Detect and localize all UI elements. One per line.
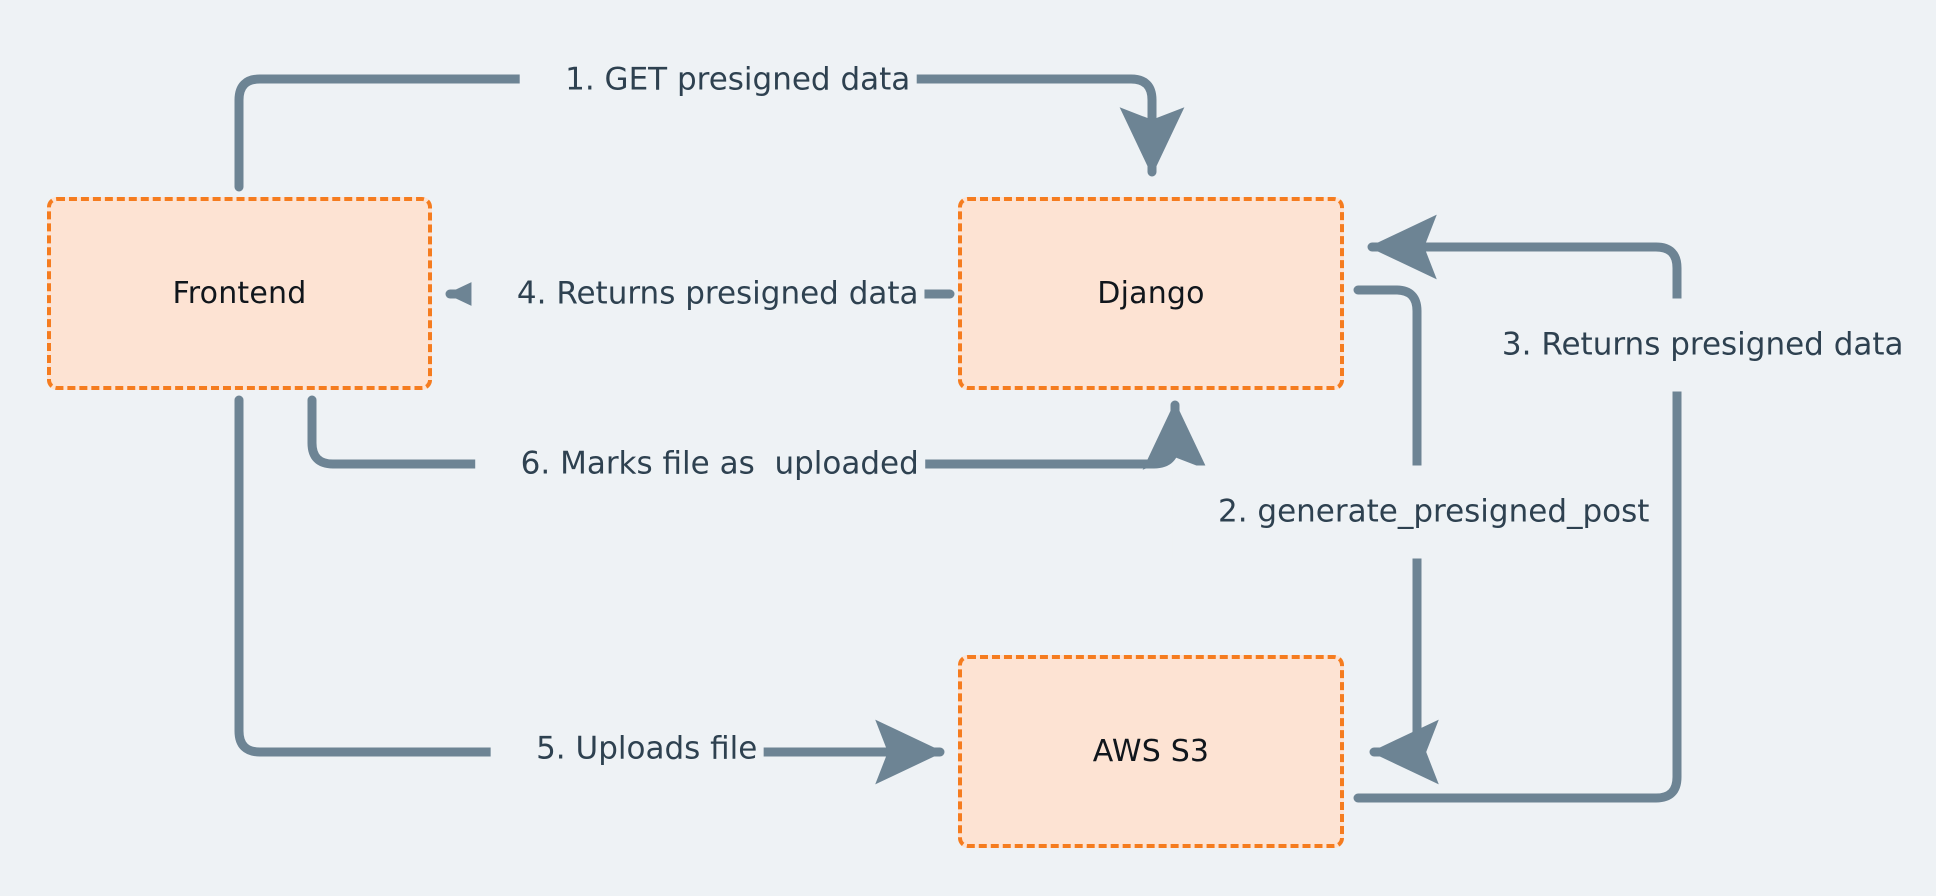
node-frontend[interactable]: Frontend: [47, 197, 432, 390]
edge-label-2: 2. generate_presigned_post: [1172, 465, 1656, 559]
edge-label-6: 6. Marks file as uploaded: [475, 417, 925, 511]
node-frontend-label: Frontend: [172, 276, 307, 311]
edge-label-5-text: 5. Uploads file: [536, 730, 758, 767]
node-aws-s3[interactable]: AWS S3: [958, 655, 1344, 848]
edge-label-1: 1. GET presigned data: [519, 33, 917, 127]
edge-label-4: 4. Returns presigned data: [471, 247, 925, 341]
edge-label-4-text: 4. Returns presigned data: [516, 275, 919, 312]
edge-label-6-text: 6. Marks file as uploaded: [520, 445, 919, 482]
edge-label-1-text: 1. GET presigned data: [565, 61, 911, 98]
edge-3-path: [1353, 214, 1682, 803]
edge-label-5: 5. Uploads file: [490, 702, 764, 796]
node-django[interactable]: Django: [958, 197, 1344, 390]
node-django-label: Django: [1097, 276, 1205, 311]
edge-5-path: [234, 395, 945, 785]
edge-label-2-text: 2. generate_presigned_post: [1217, 493, 1650, 530]
node-aws-s3-label: AWS S3: [1092, 734, 1210, 769]
edge-label-3-text: 3. Returns presigned data: [1501, 326, 1904, 363]
edge-label-3: 3. Returns presigned data: [1456, 298, 1910, 392]
